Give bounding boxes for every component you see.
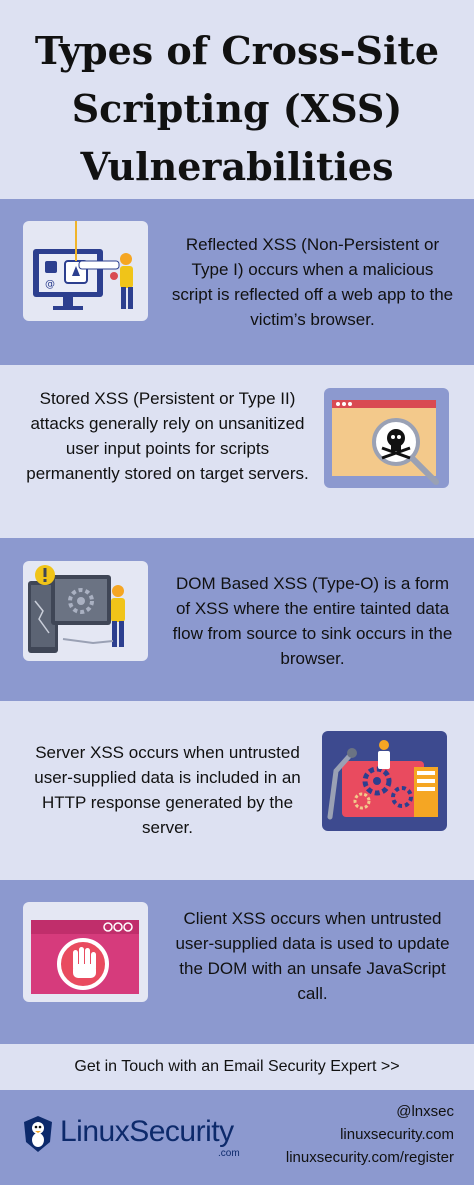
section-2-text: Stored XSS (Persistent or Type II) attac… — [26, 389, 309, 483]
linuxsecurity-logo: LinuxSecurity .com — [20, 1112, 260, 1162]
broken-computer-icon — [23, 561, 148, 661]
website-link[interactable]: linuxsecurity.com — [340, 1126, 454, 1143]
section-server-xss: Server XSS occurs when untrusted user-su… — [0, 701, 474, 880]
tux-shield-icon — [24, 1116, 52, 1152]
section-3-text: DOM Based XSS (Type-O) is a form of XSS … — [172, 574, 453, 668]
title-line-3: Vulnerabilities — [80, 144, 394, 189]
page-title: Types of Cross-Site Scripting (XSS) Vuln… — [20, 22, 454, 196]
svg-text:@: @ — [45, 279, 55, 290]
section-reflected-xss: @ Reflected XSS (Non-Persistent or Type … — [0, 199, 474, 365]
title-line-2: Scripting (XSS) — [71, 86, 403, 131]
footer: LinuxSecurity .com @lnxsec linuxsecurity… — [0, 1090, 474, 1185]
contact-expert-link[interactable]: Get in Touch with an Email Security Expe… — [0, 1044, 474, 1090]
gears-robot-icon — [322, 731, 447, 831]
logo-wordmark: LinuxSecurity — [60, 1115, 234, 1148]
title-line-1: Types of Cross-Site — [34, 28, 440, 73]
skull-magnifier-icon — [324, 388, 449, 488]
section-4-text: Server XSS occurs when untrusted user-su… — [34, 743, 301, 837]
section-1-text: Reflected XSS (Non-Persistent or Type I)… — [171, 235, 454, 329]
section-dom-xss: DOM Based XSS (Type-O) is a form of XSS … — [0, 538, 474, 701]
section-client-xss: Client XSS occurs when untrusted user-su… — [0, 880, 474, 1044]
section-stored-xss: Stored XSS (Persistent or Type II) attac… — [0, 365, 474, 538]
contact-info: @lnxsec linuxsecurity.com linuxsecurity.… — [286, 1100, 454, 1169]
title-band: Types of Cross-Site Scripting (XSS) Vuln… — [0, 0, 474, 199]
cta-label: Get in Touch with an Email Security Expe… — [74, 1058, 400, 1075]
section-5-text: Client XSS occurs when untrusted user-su… — [175, 909, 450, 1003]
register-link[interactable]: linuxsecurity.com/register — [285, 1149, 454, 1166]
twitter-handle-link[interactable]: @lnxsec — [396, 1103, 454, 1120]
logo-sub: .com — [218, 1148, 240, 1159]
stop-hand-browser-icon — [23, 902, 148, 1002]
computer-user-icon: @ — [23, 221, 148, 321]
